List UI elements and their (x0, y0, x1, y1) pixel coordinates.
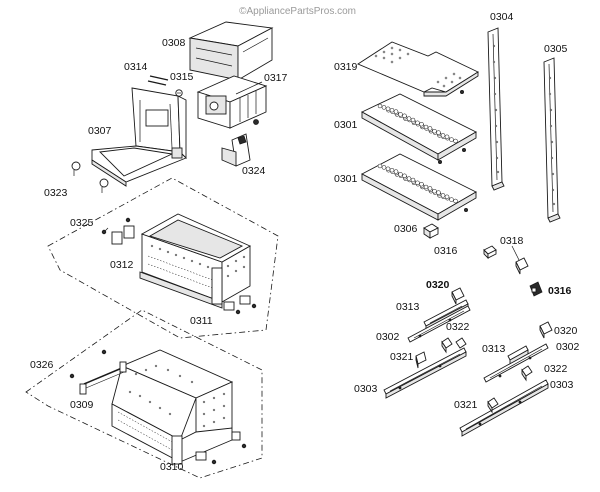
label-0320-lower: 0320 (554, 325, 578, 337)
part-0302-slide-lower[interactable] (483, 343, 549, 383)
watermark: ©AppliancePartsPros.com (239, 6, 356, 17)
callout-labels: 0308 0314 0315 0317 0307 0324 0323 0325 … (30, 11, 580, 473)
label-0306: 0306 (394, 223, 418, 235)
label-0312: 0312 (110, 259, 134, 271)
label-0304: 0304 (490, 11, 514, 23)
label-0310: 0310 (160, 461, 184, 473)
part-0320-lower[interactable] (539, 321, 553, 339)
label-0302-lower: 0302 (556, 341, 580, 353)
part-0323-screws[interactable] (71, 161, 109, 193)
part-0303-slide-lower[interactable] (459, 379, 549, 437)
label-0302-upper: 0302 (376, 331, 400, 343)
label-0315: 0315 (170, 71, 194, 83)
label-0307: 0307 (88, 125, 112, 137)
part-0307-frame[interactable] (91, 87, 187, 187)
part-0316-lower[interactable] (529, 281, 543, 297)
label-0311: 0311 (190, 315, 213, 327)
part-0321-lower[interactable] (487, 397, 499, 414)
part-0301-shelf-lower[interactable] (361, 153, 477, 221)
label-0316-lower: 0316 (548, 285, 572, 297)
label-0320-upper: 0320 (426, 279, 450, 291)
label-0321-lower: 0321 (454, 399, 478, 411)
label-0321-upper: 0321 (390, 351, 414, 363)
label-0301-upper: 0301 (334, 119, 358, 131)
part-0315-screw[interactable] (175, 89, 183, 97)
part-0317-icemaker[interactable] (196, 75, 268, 129)
part-0325-drawer[interactable] (139, 213, 251, 309)
part-0301-shelf-upper[interactable] (361, 93, 477, 164)
label-0323: 0323 (44, 187, 68, 199)
part-0324-clip[interactable] (221, 133, 251, 167)
label-0322-upper: 0322 (446, 321, 470, 333)
label-0303-upper: 0303 (354, 383, 378, 395)
label-0314: 0314 (124, 61, 148, 73)
part-0312-clips[interactable] (101, 217, 135, 245)
label-0325: 0325 (70, 217, 94, 229)
label-0324: 0324 (242, 165, 266, 177)
label-0316-upper: 0316 (434, 245, 458, 257)
label-0303-lower: 0303 (550, 379, 574, 391)
label-0318: 0318 (500, 235, 524, 247)
label-0301-lower: 0301 (334, 173, 358, 185)
part-0326-basket[interactable] (111, 349, 234, 465)
part-0305-rail[interactable] (543, 57, 561, 223)
label-0322-lower: 0322 (544, 363, 568, 375)
part-0302-slide-upper[interactable] (407, 305, 471, 343)
part-0306-block[interactable] (423, 223, 439, 239)
part-0309-rod[interactable] (69, 349, 127, 395)
label-0308: 0308 (162, 37, 186, 49)
part-0321-upper[interactable] (415, 351, 427, 369)
label-0319: 0319 (334, 61, 358, 73)
part-0319-shelf[interactable] (357, 41, 479, 97)
label-0309: 0309 (70, 399, 94, 411)
label-0305: 0305 (544, 43, 568, 55)
label-0317: 0317 (264, 72, 288, 84)
part-0303-slide-upper[interactable] (383, 347, 467, 399)
part-0311-clips[interactable] (223, 295, 257, 315)
part-0308-box[interactable] (188, 21, 274, 81)
label-0326: 0326 (30, 359, 54, 371)
part-0304-rail[interactable] (487, 27, 505, 191)
part-0316-upper[interactable] (483, 245, 497, 260)
part-0314-pin[interactable] (147, 75, 169, 86)
part-0320-upper[interactable] (451, 287, 465, 305)
part-0322-lower[interactable] (521, 365, 533, 382)
dashed-boundary-upper (47, 177, 279, 339)
label-0313-lower: 0313 (482, 343, 506, 355)
part-0322-upper[interactable] (441, 337, 467, 354)
dashed-boundary-lower (25, 309, 263, 479)
part-0318-clip[interactable] (511, 245, 529, 275)
part-0310-clips[interactable] (195, 431, 247, 465)
label-0313-upper: 0313 (396, 301, 420, 313)
